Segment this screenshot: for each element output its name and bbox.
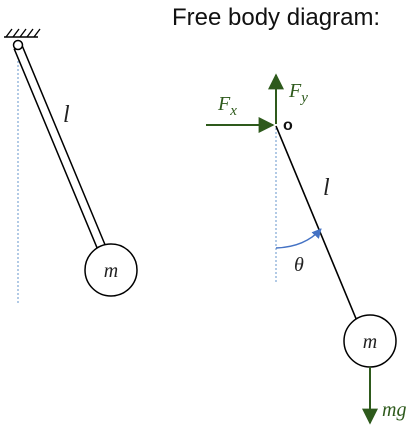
angle-arc (275, 228, 322, 249)
ceiling-support-icon (4, 28, 41, 38)
fbd-rod-line (275, 125, 358, 322)
pendulum-bob (84, 243, 138, 297)
fbd-length-label: l (323, 175, 330, 201)
simple-pendulum: l m (4, 28, 138, 303)
page-title: Free body diagram: (172, 4, 380, 31)
force-y-label: Fy (288, 80, 308, 106)
pivot-pin (12, 39, 24, 51)
rod-length-label: l (63, 102, 70, 128)
weight-label: mg (382, 399, 406, 421)
pivot-point-label: o (283, 117, 293, 134)
angle-label: θ (294, 254, 304, 276)
bob-mass-label: m (104, 260, 118, 282)
force-x-label: Fx (217, 93, 237, 119)
pendulum-rod (13, 45, 108, 253)
free-body-diagram: Fx Fy o l θ m mg (206, 73, 406, 425)
fbd-mass-label: m (363, 331, 377, 353)
